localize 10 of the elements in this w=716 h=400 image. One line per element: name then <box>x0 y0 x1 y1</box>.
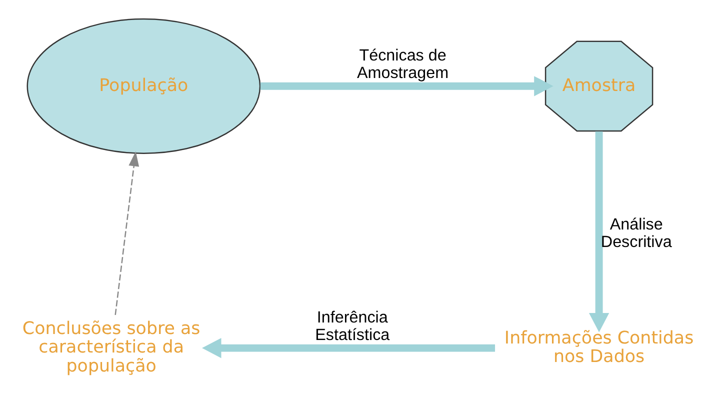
arrow <box>588 131 610 332</box>
edge-label: Técnicas de Amostragem <box>356 46 449 82</box>
node-ellipse: População <box>26 18 261 154</box>
node-text: Informações Contidas nos Dados <box>504 328 694 367</box>
edge-label: Análise Descritiva <box>600 216 672 252</box>
arrow <box>114 151 140 316</box>
edge-label: Inferência Estatística <box>315 308 390 344</box>
arrow <box>202 338 496 358</box>
node-text: Conclusões sobre as característica da população <box>22 318 200 376</box>
arrow <box>260 76 554 96</box>
